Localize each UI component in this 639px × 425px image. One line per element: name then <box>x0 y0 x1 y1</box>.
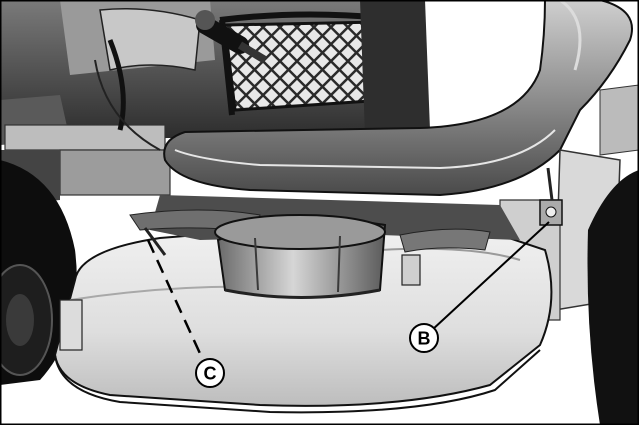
deck-hardware <box>59 167 563 351</box>
seat-tower <box>360 0 430 135</box>
callout-b-leader <box>431 221 550 331</box>
mesh-guard <box>219 11 387 116</box>
right-rear-wheel <box>587 170 639 425</box>
callout-c-label: C <box>204 364 217 384</box>
seat <box>163 0 633 197</box>
callout-c: C <box>195 358 225 388</box>
callout-c-leader <box>146 239 205 361</box>
callout-b: B <box>409 323 439 353</box>
callout-b-label: B <box>418 329 431 349</box>
spindle-housing <box>214 214 387 299</box>
lift-handle <box>195 10 268 64</box>
left-front-wheel <box>0 160 77 385</box>
